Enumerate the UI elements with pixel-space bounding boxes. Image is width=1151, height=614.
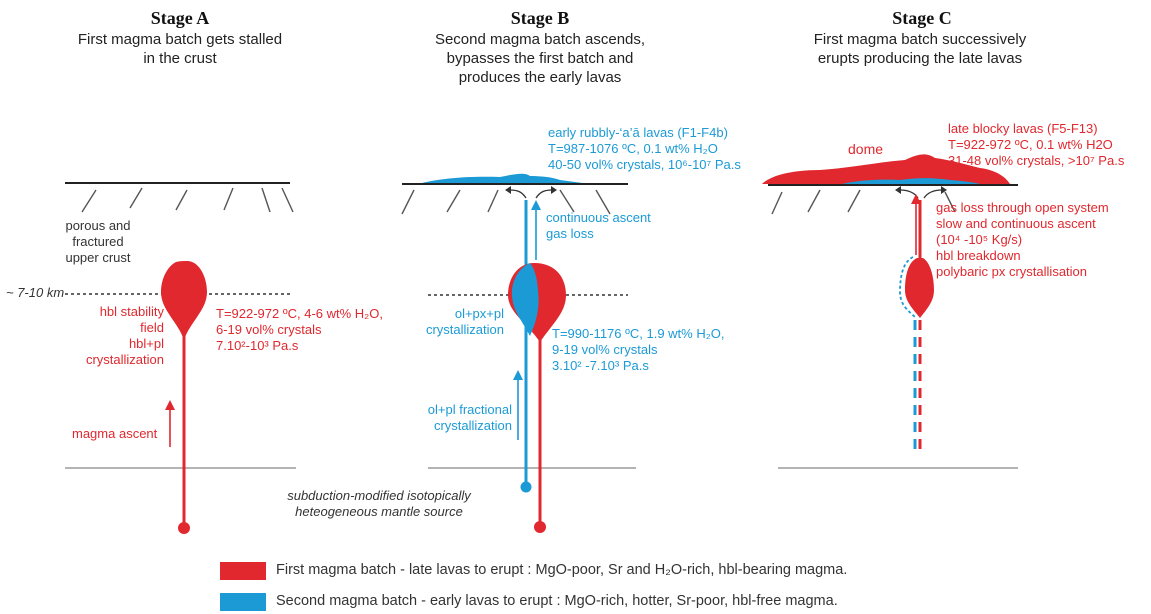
stage-c-graphics	[762, 154, 1018, 469]
gas-arrows-b	[509, 189, 553, 199]
ascent-rate-label: (10⁴ -10⁵ Kg/s)	[936, 232, 1023, 247]
stage-b-graphics	[401, 173, 636, 533]
hbl-label-4: crystallization	[85, 352, 164, 367]
source-dot-a	[178, 522, 190, 534]
dome-label: dome	[848, 141, 884, 157]
early-lava-label-1: early rubbly-‘a’ā lavas (F1-F4b)	[548, 125, 728, 140]
legend-first-batch: First magma batch - late lavas to erupt …	[276, 562, 848, 578]
porous-label-2: fractured	[72, 234, 124, 249]
crust-fractures-c	[771, 189, 956, 215]
early-lava-label-3: 40-50 vol% crystals, 10⁶-10⁷ Pa.s	[548, 157, 741, 172]
legend-second-batch: Second magma batch - early lavas to erup…	[276, 593, 838, 609]
late-lava-label-2: T=922-972 ºC, 0.1 wt% H2O	[948, 137, 1113, 152]
source-dot-red-b	[534, 521, 546, 533]
ascent-arrowhead-a	[165, 400, 175, 410]
hbl-label-2: field	[140, 320, 164, 335]
legend-swatch-second	[220, 593, 266, 611]
dome-lava	[762, 154, 1010, 184]
source-dot-blue-b	[520, 481, 532, 493]
olpxpl-label-1: ol+px+pl	[454, 306, 504, 321]
frac-label-1: ol+pl fractional	[427, 402, 512, 417]
stage-b-conditions-1: T=990-1176 ºC, 1.9 wt% H₂O,	[552, 326, 725, 341]
stage-c-subtitle-line1: First magma batch successively	[813, 31, 1027, 48]
stage-b-conditions-3: 3.10² -7.10³ Pa.s	[552, 358, 649, 373]
frac-label-2: crystallization	[433, 418, 512, 433]
former-blue-chamber-c	[899, 256, 917, 319]
hbl-label-3: hbl+pl	[128, 336, 164, 351]
hbl-breakdown-label: hbl breakdown	[936, 248, 1021, 263]
stage-b-conditions-2: 9-19 vol% crystals	[552, 342, 658, 357]
late-lava-label-3: 31-48 vol% crystals, >10⁷ Pa.s	[948, 153, 1125, 168]
early-lava-c	[842, 178, 980, 184]
porous-label-1: porous and	[65, 218, 131, 233]
gas-open-system-label: gas loss through open system	[936, 200, 1109, 215]
gas-loss-label: gas loss	[546, 226, 594, 241]
olpxpl-label-2: crystallization	[425, 322, 504, 337]
slow-ascent-label: slow and continuous ascent	[936, 216, 1096, 231]
early-lava-flow-b	[418, 173, 590, 184]
stage-c-title: Stage C	[892, 8, 952, 28]
mantle-label-1: subduction-modified isotopically	[287, 488, 471, 503]
early-lava-label-2: T=987-1076 ºC, 0.1 wt% H₂O	[548, 141, 718, 156]
crust-fractures-a	[81, 187, 294, 213]
stage-b-subtitle-line1: Second magma batch ascends,	[434, 31, 646, 48]
magma-chamber-blue-b	[511, 263, 539, 336]
stage-b-subtitle-line2: bypasses the first batch and	[446, 50, 634, 67]
magma-ascent-label: magma ascent	[72, 426, 158, 441]
stage-a-conditions-2: 6-19 vol% crystals	[216, 322, 322, 337]
porous-label-3: upper crust	[65, 250, 131, 265]
magma-chamber-c	[905, 258, 934, 318]
stage-b-subtitle-line3: produces the early lavas	[458, 69, 622, 86]
legend-swatch-first	[220, 562, 266, 580]
late-lava-label-1: late blocky lavas (F5-F13)	[948, 121, 1098, 136]
gas-arrows-c	[899, 189, 943, 199]
magma-chamber-a	[161, 261, 207, 340]
stage-a-subtitle-line2: in the crust	[143, 50, 217, 67]
continuous-ascent-label: continuous ascent	[546, 210, 651, 225]
px-crystallisation-label: polybaric px crystallisation	[936, 264, 1088, 279]
stage-c-subtitle-line2: erupts producing the late lavas	[817, 50, 1023, 67]
stage-a-title: Stage A	[150, 8, 210, 28]
hbl-label-1: hbl stability	[99, 304, 164, 319]
stage-a-conditions-3: 7.10²-10³ Pa.s	[216, 338, 299, 353]
mantle-label-2: heteogeneous mantle source	[295, 504, 463, 519]
stage-b-title: Stage B	[510, 8, 570, 28]
stage-a-subtitle-line1: First magma batch gets stalled	[77, 31, 283, 48]
crust-fractures-b	[401, 189, 611, 215]
stage-a-conditions-1: T=922-972 ºC, 4-6 wt% H₂O,	[216, 306, 383, 321]
stage-a-graphics	[65, 182, 296, 534]
depth-label: ~ 7-10 km	[6, 285, 65, 300]
